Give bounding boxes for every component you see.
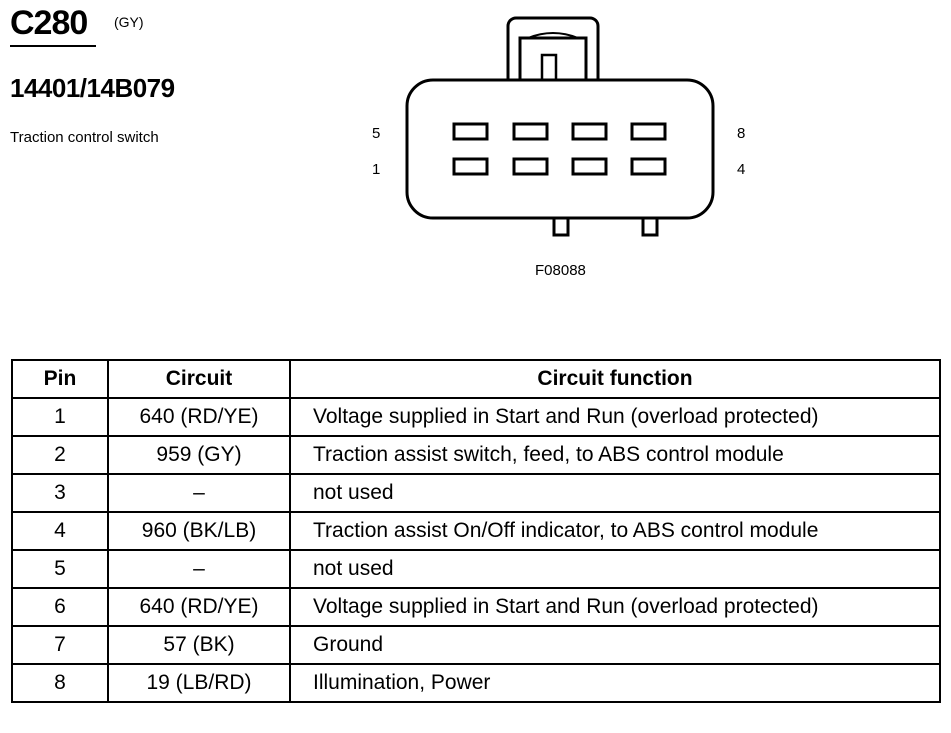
key-right — [641, 216, 659, 237]
cell-circuit: 640 (RD/YE) — [107, 587, 291, 627]
connector-face-diagram: 5 1 8 4 — [360, 10, 760, 255]
pin-cavity-5 — [452, 122, 489, 141]
pin-label-bottom-right: 4 — [737, 161, 746, 178]
table-row: 1 640 (RD/YE) Voltage supplied in Start … — [11, 397, 941, 437]
table-row: 2 959 (GY) Traction assist switch, feed,… — [11, 435, 941, 475]
cell-function: not used — [289, 473, 941, 513]
header-circuit-function: Circuit function — [289, 359, 941, 399]
pin-label-top-left: 5 — [372, 125, 381, 142]
cell-function: Illumination, Power — [289, 663, 941, 703]
cell-function: Ground — [289, 625, 941, 665]
cell-circuit: 959 (GY) — [107, 435, 291, 475]
cell-pin: 5 — [11, 549, 109, 589]
cell-pin: 4 — [11, 511, 109, 551]
cell-function: Traction assist On/Off indicator, to ABS… — [289, 511, 941, 551]
locking-tab-inner — [518, 36, 588, 88]
connector-color: (GY) — [114, 14, 144, 30]
connector-id: C280 — [10, 4, 88, 42]
table-row: 8 19 (LB/RD) Illumination, Power — [11, 663, 941, 703]
cell-pin: 6 — [11, 587, 109, 627]
cell-function: Voltage supplied in Start and Run (overl… — [289, 587, 941, 627]
pin-cavity-2 — [512, 157, 549, 176]
component-name: Traction control switch — [10, 129, 159, 146]
table-row: 6 640 (RD/YE) Voltage supplied in Start … — [11, 587, 941, 627]
pin-cavity-6 — [512, 122, 549, 141]
table-header-row: Pin Circuit Circuit function — [11, 359, 941, 399]
table-row: 3 – not used — [11, 473, 941, 513]
table-row: 7 57 (BK) Ground — [11, 625, 941, 665]
part-number: 14401/14B079 — [10, 73, 175, 103]
table-row: 4 960 (BK/LB) Traction assist On/Off ind… — [11, 511, 941, 551]
cell-pin: 7 — [11, 625, 109, 665]
cell-pin: 3 — [11, 473, 109, 513]
connector-housing — [405, 78, 715, 220]
pin-cavity-8 — [630, 122, 667, 141]
connector-face-drawing — [405, 16, 715, 237]
cell-function: Traction assist switch, feed, to ABS con… — [289, 435, 941, 475]
cell-pin: 8 — [11, 663, 109, 703]
key-left — [552, 216, 570, 237]
cell-pin: 1 — [11, 397, 109, 437]
pin-cavity-7 — [571, 122, 608, 141]
pin-cavity-4 — [630, 157, 667, 176]
header-circuit: Circuit — [107, 359, 291, 399]
connector-id-underline — [10, 45, 96, 47]
cell-function: Voltage supplied in Start and Run (overl… — [289, 397, 941, 437]
cell-function: not used — [289, 549, 941, 589]
cell-circuit: 960 (BK/LB) — [107, 511, 291, 551]
header-pin: Pin — [11, 359, 109, 399]
pin-cavity-1 — [452, 157, 489, 176]
cell-circuit: – — [107, 549, 291, 589]
cell-circuit: – — [107, 473, 291, 513]
cell-pin: 2 — [11, 435, 109, 475]
pin-label-bottom-left: 1 — [372, 161, 381, 178]
cell-circuit: 57 (BK) — [107, 625, 291, 665]
pin-cavity-3 — [571, 157, 608, 176]
figure-code: F08088 — [535, 262, 586, 279]
cell-circuit: 640 (RD/YE) — [107, 397, 291, 437]
pinout-table: Pin Circuit Circuit function 1 640 (RD/Y… — [11, 359, 941, 703]
pin-label-top-right: 8 — [737, 125, 746, 142]
cell-circuit: 19 (LB/RD) — [107, 663, 291, 703]
table-row: 5 – not used — [11, 549, 941, 589]
